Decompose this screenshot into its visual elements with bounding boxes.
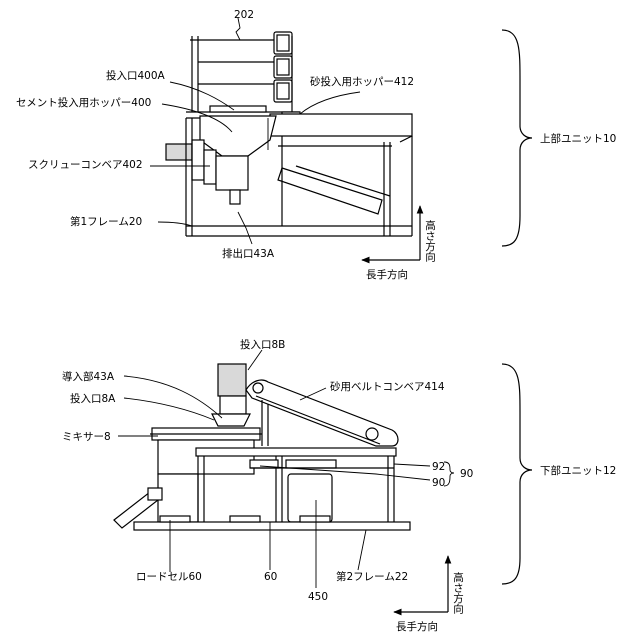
label-frame-20: 第1フレーム20 xyxy=(70,215,142,228)
railing-202 xyxy=(190,32,292,112)
label-frame-22: 第2フレーム22 xyxy=(336,570,408,583)
label-90-brace: 90 xyxy=(460,468,473,480)
label-outlet-43a: 排出口43A xyxy=(222,247,275,260)
frame-22 xyxy=(134,516,410,530)
label-guide-43a: 導入部43A xyxy=(62,370,115,383)
label-cement-hopper-400: セメント投入用ホッパー400 xyxy=(16,96,151,109)
label-lower-unit-12: 下部ユニット12 xyxy=(540,464,616,477)
label-load-cell-60: ロードセル60 xyxy=(136,571,202,583)
mixer-inlet xyxy=(212,364,250,426)
sand-conveyor-upper xyxy=(278,166,390,214)
label-length-dir-lower: 長手方向 xyxy=(396,620,438,633)
mixer-8 xyxy=(150,428,262,522)
label-inlet-8a: 投入口8A xyxy=(70,392,116,405)
label-height-dir-lower: 高さ方向 xyxy=(452,571,464,614)
label-height-dir-upper: 高さ方向 xyxy=(424,219,436,262)
label-belt-conveyor-414: 砂用ベルトコンベア414 xyxy=(330,380,445,393)
label-202: 202 xyxy=(234,9,254,21)
label-450: 450 xyxy=(308,591,328,603)
sand-hopper xyxy=(270,114,412,226)
label-screw-conveyor-402: スクリューコンベア402 xyxy=(28,159,143,171)
label-upper-unit-10: 上部ユニット10 xyxy=(540,132,616,145)
upper-unit-drawing xyxy=(150,18,532,260)
label-inlet-400a: 投入口400A xyxy=(106,69,166,82)
label-60: 60 xyxy=(264,571,277,583)
label-sand-hopper-412: 砂投入用ホッパー412 xyxy=(310,75,414,88)
label-length-dir-upper: 長手方向 xyxy=(366,268,408,281)
box-450 xyxy=(288,474,332,522)
label-92: 92 xyxy=(432,461,445,473)
label-90: 90 xyxy=(432,477,445,489)
label-inlet-8b: 投入口8B xyxy=(240,338,285,351)
label-mixer-8: ミキサー8 xyxy=(62,431,111,443)
